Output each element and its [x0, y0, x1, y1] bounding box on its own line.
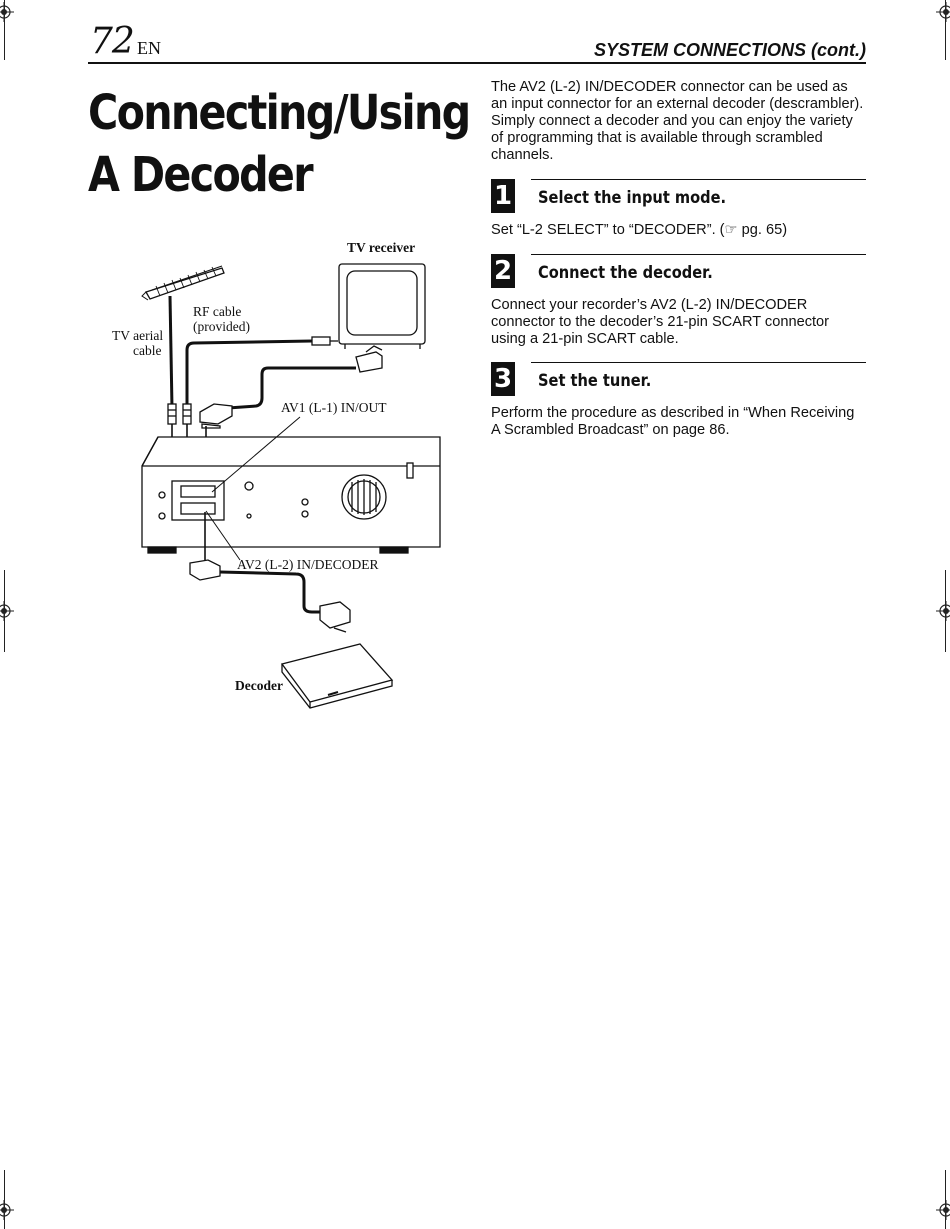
- page-number: 72: [90, 21, 135, 62]
- page-title-line-1: Connecting/Using: [88, 85, 471, 141]
- label-av1: AV1 (L-1) IN/OUT: [281, 400, 387, 415]
- rf-plug-icon: [167, 403, 192, 425]
- section-header: SYSTEM CONNECTIONS (cont.): [593, 40, 866, 60]
- tv-receiver-icon: [338, 263, 426, 349]
- connection-diagram: [141, 263, 441, 709]
- registration-mark-bottom-right: [930, 1200, 950, 1220]
- registration-mark-mid-right: [930, 601, 950, 621]
- registration-mark-bottom-left: [0, 1200, 20, 1220]
- page-title: Connecting/Using A Decoder: [88, 82, 471, 206]
- label-tv-aerial: TV aerial: [112, 328, 164, 343]
- step-title: Connect the decoder.: [538, 263, 713, 283]
- scart-plug-icon: [319, 601, 351, 633]
- label-av2: AV2 (L-2) IN/DECODER: [237, 557, 379, 572]
- step-number-badge: 3: [491, 362, 515, 396]
- step-rule: [531, 254, 866, 255]
- label-tv-aerial-cable: cable: [133, 343, 162, 358]
- tv-aerial-icon: [141, 265, 225, 301]
- step-rule: [531, 362, 866, 363]
- step-text: Perform the procedure as described in “W…: [491, 405, 855, 438]
- intro-paragraph: The AV2 (L-2) IN/DECODER connector can b…: [491, 79, 864, 163]
- crop-line: [945, 1170, 946, 1229]
- crop-line: [4, 1170, 5, 1229]
- video-recorder-icon: [141, 436, 441, 554]
- scart-plug-icon: [199, 403, 233, 429]
- step-number-badge: 1: [491, 179, 515, 213]
- label-tv-receiver: TV receiver: [347, 240, 416, 255]
- page-language: EN: [137, 38, 161, 58]
- step-rule: [531, 179, 866, 180]
- decoder-icon: [280, 643, 394, 709]
- step-title: Select the input mode.: [538, 188, 727, 208]
- registration-mark-top-right: [930, 2, 950, 22]
- crop-line: [4, 570, 5, 652]
- step-number-badge: 2: [491, 254, 515, 288]
- crop-line: [945, 0, 946, 60]
- crop-line: [945, 570, 946, 652]
- label-decoder: Decoder: [235, 678, 283, 693]
- label-rf-cable-provided: (provided): [193, 319, 250, 334]
- step-title: Set the tuner.: [538, 371, 652, 391]
- step-text: Connect your recorder’s AV2 (L-2) IN/DEC…: [491, 297, 830, 347]
- label-rf-cable: RF cable: [193, 304, 242, 319]
- page-title-line-2: A Decoder: [88, 147, 314, 203]
- scart-plug-icon: [189, 559, 221, 581]
- step-text: Set “L-2 SELECT” to “DECODER”. (☞ pg. 65…: [491, 222, 788, 238]
- crop-line: [4, 0, 5, 60]
- scart-plug-icon: [355, 345, 383, 373]
- header-rule: [88, 62, 866, 64]
